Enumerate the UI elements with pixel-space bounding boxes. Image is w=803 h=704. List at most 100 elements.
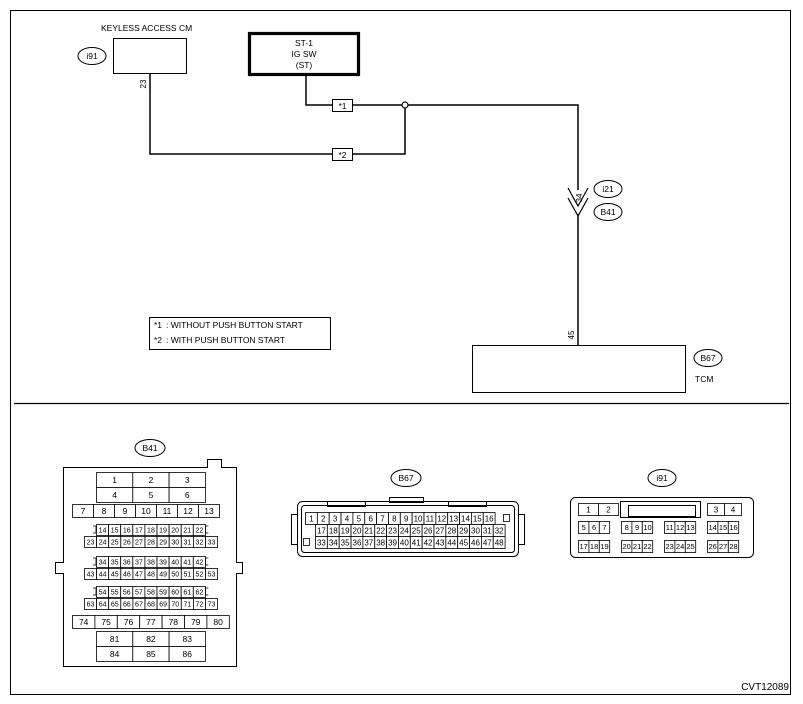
b41-pin-8: 8 xyxy=(102,506,107,516)
b67-pin-6: 6 xyxy=(368,514,373,523)
i91-pin-3: 3 xyxy=(714,505,719,514)
i91-pin-19-cell xyxy=(598,540,611,553)
joint-connector-a-badge xyxy=(593,180,623,198)
b41-pin-52: 52 xyxy=(196,572,204,579)
b67-pin-40: 40 xyxy=(400,538,409,547)
b67-pin-12: 12 xyxy=(437,514,446,523)
b41-pin-61: 61 xyxy=(183,590,191,597)
b67-pin-33: 33 xyxy=(317,538,326,547)
b67-pin-47: 47 xyxy=(483,538,492,547)
i91-pin-28-cell xyxy=(727,540,740,553)
wire-keyless-to-joint xyxy=(149,74,406,155)
b67-pin-27: 27 xyxy=(435,526,444,535)
b41-pin-12: 12 xyxy=(183,506,193,516)
b67-pin-19: 19 xyxy=(341,526,350,535)
b67-pin-48-cell xyxy=(492,536,506,549)
b41-pin-row-bracket xyxy=(205,525,209,534)
b67-badge-label: B67 xyxy=(398,473,413,483)
b41-pin-34: 34 xyxy=(99,560,107,567)
b67-pin-42: 42 xyxy=(424,538,433,547)
b67-pin-25: 25 xyxy=(412,526,421,535)
i91-pin-5: 5 xyxy=(582,523,586,532)
b41-pin-15: 15 xyxy=(111,528,119,535)
b41-pin-16: 16 xyxy=(123,528,131,535)
b41-pin-32: 32 xyxy=(196,540,204,547)
b41-pin-63: 63 xyxy=(87,602,95,609)
legend-item-2-text: : WITH PUSH BUTTON START xyxy=(166,335,285,345)
b67-pin-14: 14 xyxy=(461,514,470,523)
b67-pin-44: 44 xyxy=(447,538,456,547)
i91-pin-18: 18 xyxy=(590,542,598,551)
b41-pin-45: 45 xyxy=(111,572,119,579)
tcm-connector-badge xyxy=(693,349,723,367)
wire-ignition-to-joint xyxy=(305,76,579,190)
i91-pin-19: 19 xyxy=(600,542,608,551)
b41-pin-19: 19 xyxy=(159,528,167,535)
b67-pin-22: 22 xyxy=(376,526,385,535)
i91-pin-7: 7 xyxy=(602,523,606,532)
b67-pin-32: 32 xyxy=(495,526,504,535)
b41-pin-row-bracket xyxy=(205,557,209,566)
b67-pin-38: 38 xyxy=(376,538,385,547)
ignition-line2: IG SW xyxy=(291,49,316,59)
i91-pin-15: 15 xyxy=(719,523,727,532)
b41-pin-50: 50 xyxy=(171,572,179,579)
b67-pin-37: 37 xyxy=(364,538,373,547)
b41-pin-35: 35 xyxy=(111,560,119,567)
b67-pin-36: 36 xyxy=(353,538,362,547)
b67-pin-20: 20 xyxy=(353,526,362,535)
b41-pin-85: 85 xyxy=(146,649,156,659)
b41-pin-74: 74 xyxy=(79,617,89,627)
b41-pin-28: 28 xyxy=(147,540,155,547)
b41-pin-81: 81 xyxy=(110,634,120,644)
tcm-title: TCM xyxy=(695,374,713,384)
b67-pin-46: 46 xyxy=(471,538,480,547)
b67-pin-34: 34 xyxy=(329,538,338,547)
b41-pin-60: 60 xyxy=(171,590,179,597)
b41-pin-42: 42 xyxy=(195,560,203,567)
b41-pin-7: 7 xyxy=(81,506,86,516)
b67-pin-5: 5 xyxy=(357,514,362,523)
b41-badge-label: B41 xyxy=(142,443,157,453)
wire-mark-1: *1 xyxy=(338,101,346,111)
b41-pin-82: 82 xyxy=(146,634,156,644)
i91-pin-25-cell xyxy=(684,540,697,553)
b67-pin-23: 23 xyxy=(388,526,397,535)
b41-pin-69: 69 xyxy=(159,602,167,609)
b67-blank-cavity xyxy=(503,514,510,522)
b67-pin-26: 26 xyxy=(424,526,433,535)
keyless-connector-label: i91 xyxy=(86,51,98,61)
b41-pin-49: 49 xyxy=(159,572,167,579)
b41-pin-row-bracket xyxy=(93,525,97,534)
i91-pin-20: 20 xyxy=(623,542,631,551)
b41-pin-56: 56 xyxy=(123,590,131,597)
b41-pin-48: 48 xyxy=(147,572,155,579)
b41-pin-1: 1 xyxy=(112,475,117,485)
i91-badge-label: i91 xyxy=(656,473,668,483)
b41-pin-84: 84 xyxy=(110,649,120,659)
tcm-connector-label: B67 xyxy=(700,353,715,363)
wires xyxy=(149,74,579,345)
b67-pin-28: 28 xyxy=(447,526,456,535)
b41-pin-80-cell xyxy=(206,615,230,629)
b41-pin-86: 86 xyxy=(183,649,193,659)
b67-pin-18: 18 xyxy=(329,526,338,535)
ignition-switch-box xyxy=(247,31,361,77)
i91-pin-24: 24 xyxy=(676,542,684,551)
b41-pin-66: 66 xyxy=(123,602,131,609)
b41-pin-2: 2 xyxy=(149,475,154,485)
b67-pin-15: 15 xyxy=(473,514,482,523)
b41-pin-5: 5 xyxy=(149,490,154,500)
b67-pin-30: 30 xyxy=(471,526,480,535)
outer-frame xyxy=(10,10,791,695)
b41-pin-54: 54 xyxy=(99,590,107,597)
keyless-access-cm-box xyxy=(113,38,187,74)
b41-pin-17: 17 xyxy=(135,528,143,535)
b41-pin-76: 76 xyxy=(124,617,134,627)
i91-pin-11: 11 xyxy=(666,523,674,532)
b67-pin-16: 16 xyxy=(485,514,494,523)
joint-connector-b-badge xyxy=(593,203,623,221)
b41-pin-23: 23 xyxy=(87,540,95,547)
b67-blank-cavity xyxy=(303,538,310,546)
